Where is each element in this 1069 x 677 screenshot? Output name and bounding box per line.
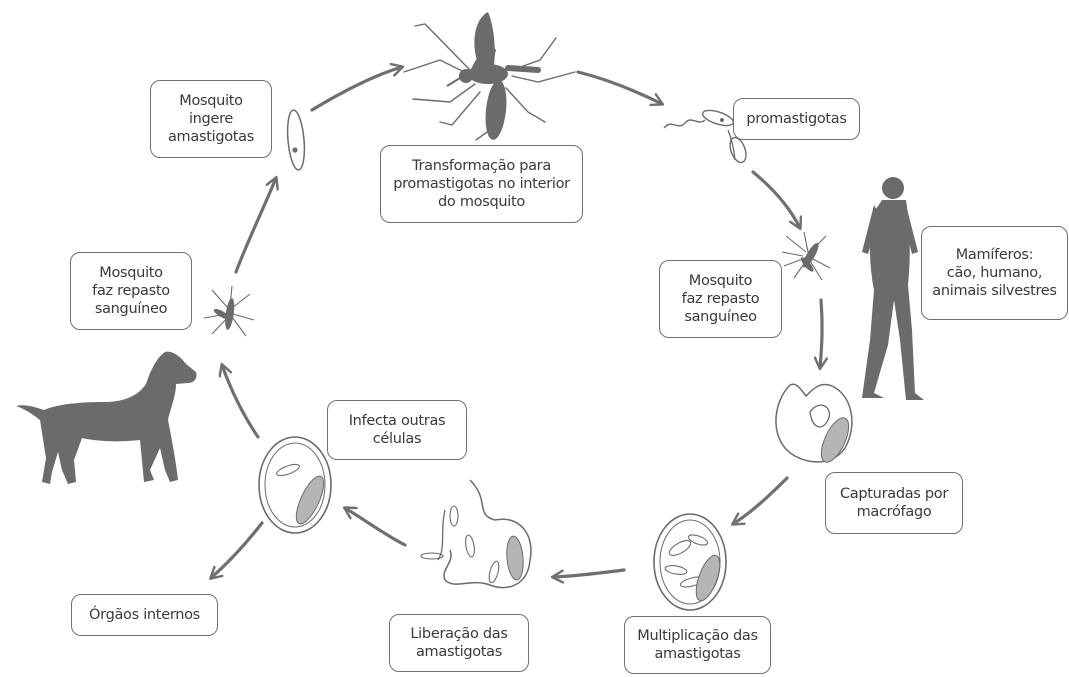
label-infecta-outras-celulas: Infecta outras células (327, 400, 467, 460)
arrow-mosquito-to-promastigotas (578, 72, 662, 104)
arrow-bite-to-macrophage (820, 300, 822, 368)
mosquito-icon (204, 286, 254, 336)
label-orgaos-internos: Órgãos internos (71, 594, 218, 636)
label-mamiferos: Mamíferos: cão, humano, animais silvestr… (921, 226, 1068, 320)
label-capturadas-por-macrofago: Capturadas por macrófago (825, 472, 963, 534)
human-silhouette-icon (862, 177, 924, 400)
label-mosquito-repasto-direita: Mosquito faz repasto sanguíneo (659, 260, 782, 338)
label-multiplicacao-amastigotas: Multiplicação das amastigotas (624, 616, 771, 674)
arrow-promastigotas-to-bite (753, 172, 800, 228)
arrow-cell-to-orgaos (211, 523, 262, 578)
arrow-ingere-to-mosquito (312, 67, 402, 110)
arrow-mosquito-left-to-ingere (236, 178, 276, 272)
mosquito-icon (782, 232, 830, 280)
arrow-release-to-infecta (345, 508, 405, 545)
amastigote-cell-icon (259, 437, 331, 533)
label-promastigotas: promastigotas (733, 98, 860, 140)
arrow-multiplication-to-release (553, 570, 624, 577)
amastigote-cell-icon (654, 514, 726, 610)
dog-silhouette-icon (16, 352, 197, 484)
amastigote-cell-icon (421, 480, 531, 588)
arrow-cell-to-mosquito-left (222, 365, 258, 437)
label-mosquito-repasto-esquerda: Mosquito faz repasto sanguíneo (70, 252, 192, 330)
arrow-macrophage-to-multiplication (733, 478, 787, 524)
label-transformacao-promastigotas: Transformação para promastigotas no inte… (380, 145, 583, 223)
mosquito-icon (404, 12, 575, 141)
label-mosquito-ingere-amastigotas: Mosquito ingere amastigotas (150, 80, 272, 158)
label-liberacao-amastigotas: Liberação das amastigotas (389, 614, 529, 672)
macrophage-cell-icon (776, 384, 854, 466)
promastigote-icon (285, 109, 306, 170)
